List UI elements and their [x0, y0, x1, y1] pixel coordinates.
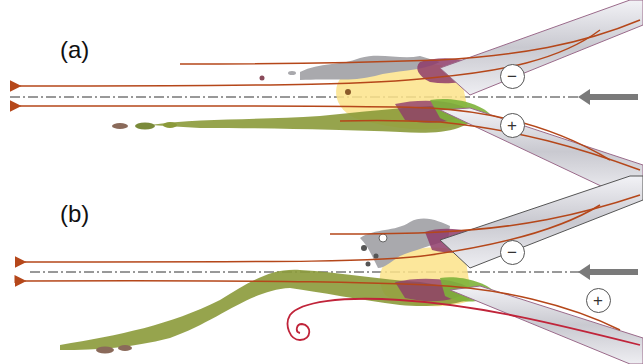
charge-sign: − — [507, 68, 517, 85]
charge-symbol: − — [500, 240, 525, 265]
charge-sign: + — [507, 117, 517, 134]
charge-symbol: − — [500, 64, 525, 89]
charge-symbol: + — [500, 113, 525, 138]
charge-sign: + — [593, 292, 603, 309]
panel-label: (a) — [60, 36, 89, 64]
charge-symbol: + — [586, 288, 611, 313]
panel-label: (b) — [60, 200, 89, 228]
charge-sign: − — [507, 244, 517, 261]
